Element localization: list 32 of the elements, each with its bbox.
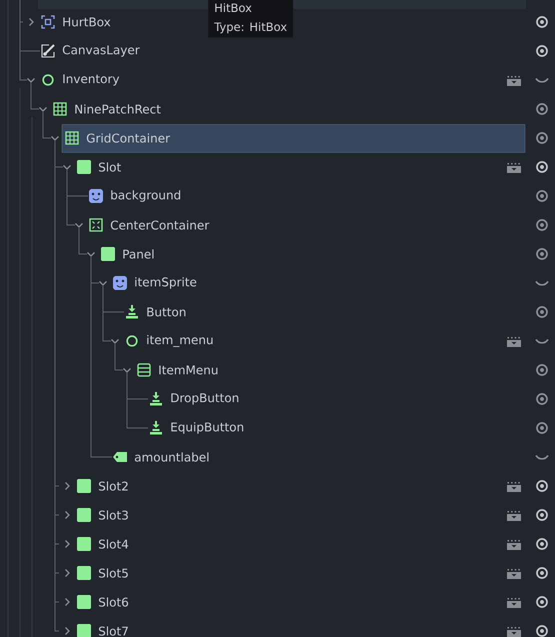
tree-item-label: ItemMenu bbox=[159, 366, 218, 374]
tree-line bbox=[30, 82, 40, 110]
tree-item-label: NinePatchRect bbox=[75, 104, 161, 114]
tree-line bbox=[66, 170, 76, 226]
tree-item-label: Slot2 bbox=[98, 481, 128, 491]
tree-item-label: itemSprite bbox=[135, 277, 196, 289]
tree-line bbox=[90, 256, 112, 458]
tree-item-label: background bbox=[111, 190, 180, 202]
tree-item-label: Panel bbox=[123, 249, 154, 259]
tree-item-label: Button bbox=[147, 308, 186, 316]
tree-item-label: CenterContainer bbox=[110, 220, 210, 230]
tree-item-label: Slot4 bbox=[98, 539, 128, 549]
tree-item-label: item_menu bbox=[147, 335, 212, 347]
tree-item-label: Inventory bbox=[63, 74, 120, 86]
tree-item-label: Slot5 bbox=[98, 568, 128, 578]
tree-line bbox=[114, 344, 124, 370]
tree-item-label: GridContainer bbox=[86, 133, 170, 143]
tree-line bbox=[126, 372, 148, 428]
tree-item-label: Slot6 bbox=[98, 597, 128, 607]
tree-item-label: Slot7 bbox=[98, 626, 128, 636]
tree-item-label: HurtBox bbox=[63, 18, 110, 26]
tree-item-label: amountlabel bbox=[134, 452, 208, 462]
tree-line bbox=[78, 228, 88, 254]
tree-item-label: Slot bbox=[98, 162, 121, 172]
tooltip: HitBox Type: HitBox bbox=[208, 0, 294, 38]
tree-line bbox=[42, 112, 52, 138]
tree-item-label: Slot3 bbox=[98, 510, 128, 520]
tree-item-label: EquipButton bbox=[171, 422, 244, 434]
tree-line bbox=[20, 0, 28, 80]
tree-item-label: DropButton bbox=[171, 393, 238, 405]
tree-item-label: CanvasLayer bbox=[62, 45, 140, 57]
tree-line bbox=[102, 286, 112, 342]
